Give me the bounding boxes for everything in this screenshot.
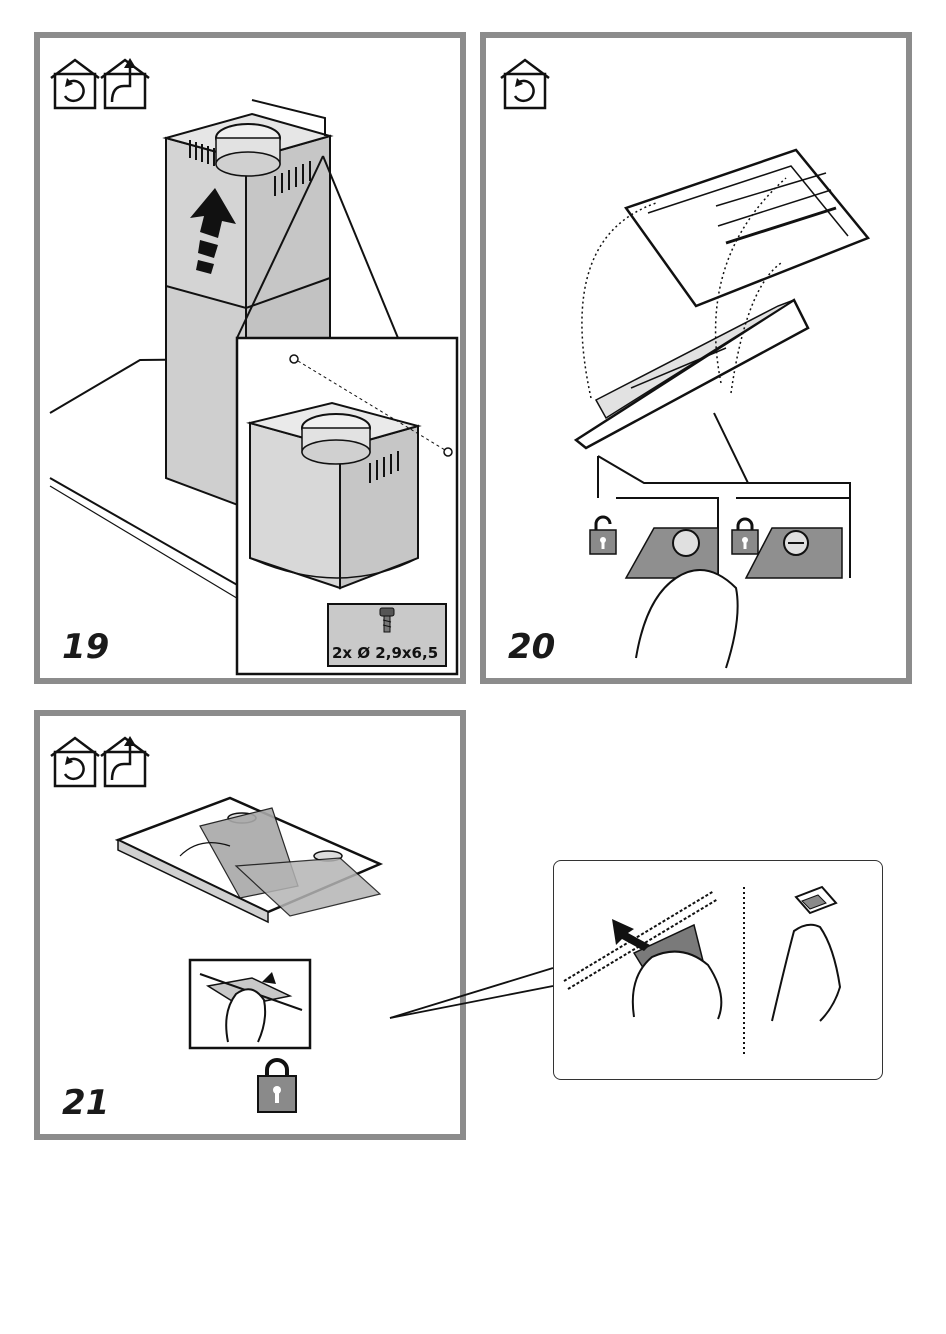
step-20-illustration <box>486 38 906 678</box>
lock-detail <box>732 498 850 578</box>
filter-latch-detail <box>190 960 310 1048</box>
step-21-panel: 21 <box>34 710 466 1140</box>
filter-removal-detail-box <box>553 860 883 1080</box>
filter-clip <box>796 887 836 913</box>
step-19-illustration <box>40 38 460 678</box>
step-20-panel: 20 <box>480 32 912 684</box>
extraction-mode-icon <box>101 736 149 786</box>
recirculation-mode-icon <box>501 60 549 108</box>
unlocked-padlock-icon <box>590 517 616 554</box>
step-21-illustration <box>40 716 460 1134</box>
chimney-upper-section <box>166 100 330 308</box>
detail-inset <box>237 338 457 674</box>
step-number-21: 21 <box>62 1086 109 1120</box>
push-arrow-icon <box>612 919 650 951</box>
unlock-detail <box>590 498 738 668</box>
filter-removal-illustration <box>554 861 880 1077</box>
hood-underside-frame <box>626 150 868 306</box>
hood-with-filters <box>118 798 380 922</box>
detail-callout-lines <box>598 413 850 503</box>
step-number-19: 19 <box>62 630 109 664</box>
grease-filter-panel <box>576 300 808 448</box>
recirculation-mode-icon <box>51 60 99 108</box>
locked-padlock-icon <box>732 519 758 554</box>
recirculation-mode-icon <box>51 738 99 786</box>
screw-spec-label: 2x Ø 2,9x6,5 <box>332 644 438 662</box>
step-number-20: 20 <box>508 630 555 664</box>
extraction-mode-icon <box>101 58 149 108</box>
step-19-panel: 19 2x Ø 2,9x6,5 <box>34 32 466 684</box>
locked-padlock-icon <box>258 1060 296 1112</box>
